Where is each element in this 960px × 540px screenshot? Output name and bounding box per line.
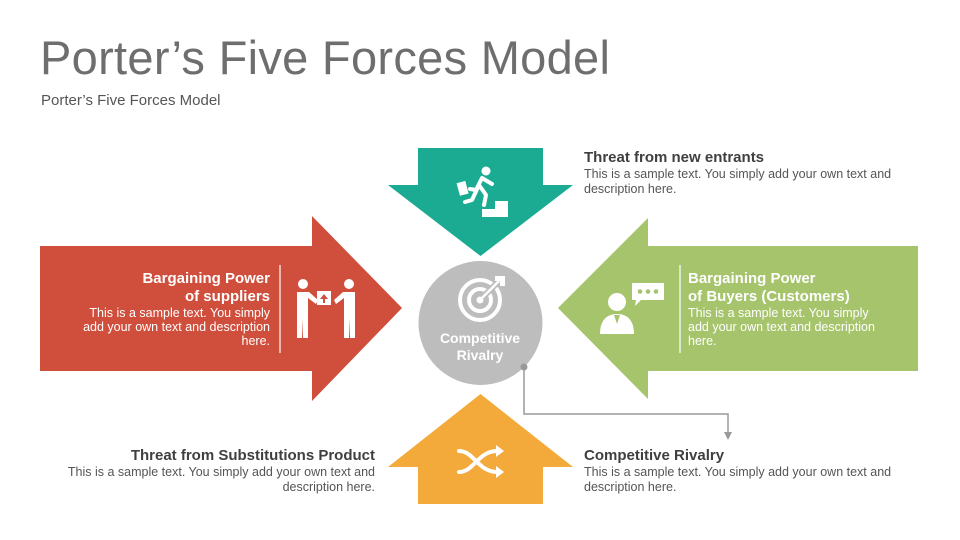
- suppliers-heading-line1: Bargaining Power: [142, 270, 270, 287]
- substitutes-body-line1: This is a sample text. You simply add yo…: [67, 465, 375, 479]
- suppliers-body-line1: This is a sample text. You simply: [89, 306, 270, 320]
- rivalry-text: Competitive Rivalry This is a sample tex…: [584, 447, 934, 495]
- climbing-stairs-icon: [456, 166, 508, 217]
- buyers-arrow: [558, 218, 918, 399]
- buyers-heading-line1: Bargaining Power: [688, 270, 816, 287]
- customer-review-icon: [600, 283, 664, 334]
- new-entrants-body-line2: description here.: [584, 182, 677, 196]
- substitutes-heading: Threat from Substitutions Product: [130, 447, 375, 464]
- buyers-heading-line2: of Buyers (Customers): [688, 288, 850, 305]
- suppliers-body-line3: here.: [241, 334, 271, 348]
- suppliers-text: Bargaining Power of suppliers This is a …: [40, 270, 270, 348]
- suppliers-arrow: [40, 216, 402, 401]
- rivalry-connector: [520, 363, 732, 440]
- target-icon: [458, 276, 505, 322]
- suppliers-body-line2: add your own text and description: [83, 320, 270, 334]
- center-label: Competitive Rivalry: [420, 330, 540, 364]
- substitutes-body-line2: description here.: [282, 480, 375, 494]
- buyers-text: Bargaining Power of Buyers (Customers) T…: [688, 270, 913, 348]
- center-label-line2: Rivalry: [456, 347, 504, 363]
- rivalry-heading: Competitive Rivalry: [584, 447, 725, 464]
- new-entrants-body-line1: This is a sample text. You simply add yo…: [584, 167, 892, 181]
- new-entrants-text: Threat from new entrants This is a sampl…: [584, 149, 934, 197]
- handshake-delivery-icon: [297, 279, 355, 338]
- competitive-rivalry-circle: [418, 261, 543, 385]
- page-subtitle: Porter’s Five Forces Model: [41, 92, 221, 109]
- rivalry-body-line1: This is a sample text. You simply add yo…: [584, 465, 892, 479]
- page-title: Porter’s Five Forces Model: [40, 31, 611, 84]
- substitutes-arrow: [388, 394, 573, 504]
- new-entrants-heading: Threat from new entrants: [584, 149, 765, 166]
- shuffle-icon: [457, 445, 504, 478]
- buyers-body-line1: This is a sample text. You simply: [688, 306, 869, 320]
- center-label-line1: Competitive: [439, 330, 521, 346]
- buyers-body-line3: here.: [688, 334, 717, 348]
- buyers-body-line2: add your own text and description: [688, 320, 875, 334]
- suppliers-heading-line2: of suppliers: [184, 288, 270, 305]
- new-entrants-arrow: [388, 148, 573, 256]
- rivalry-body-line2: description here.: [584, 480, 677, 494]
- substitutes-text: Threat from Substitutions Product This i…: [20, 447, 375, 495]
